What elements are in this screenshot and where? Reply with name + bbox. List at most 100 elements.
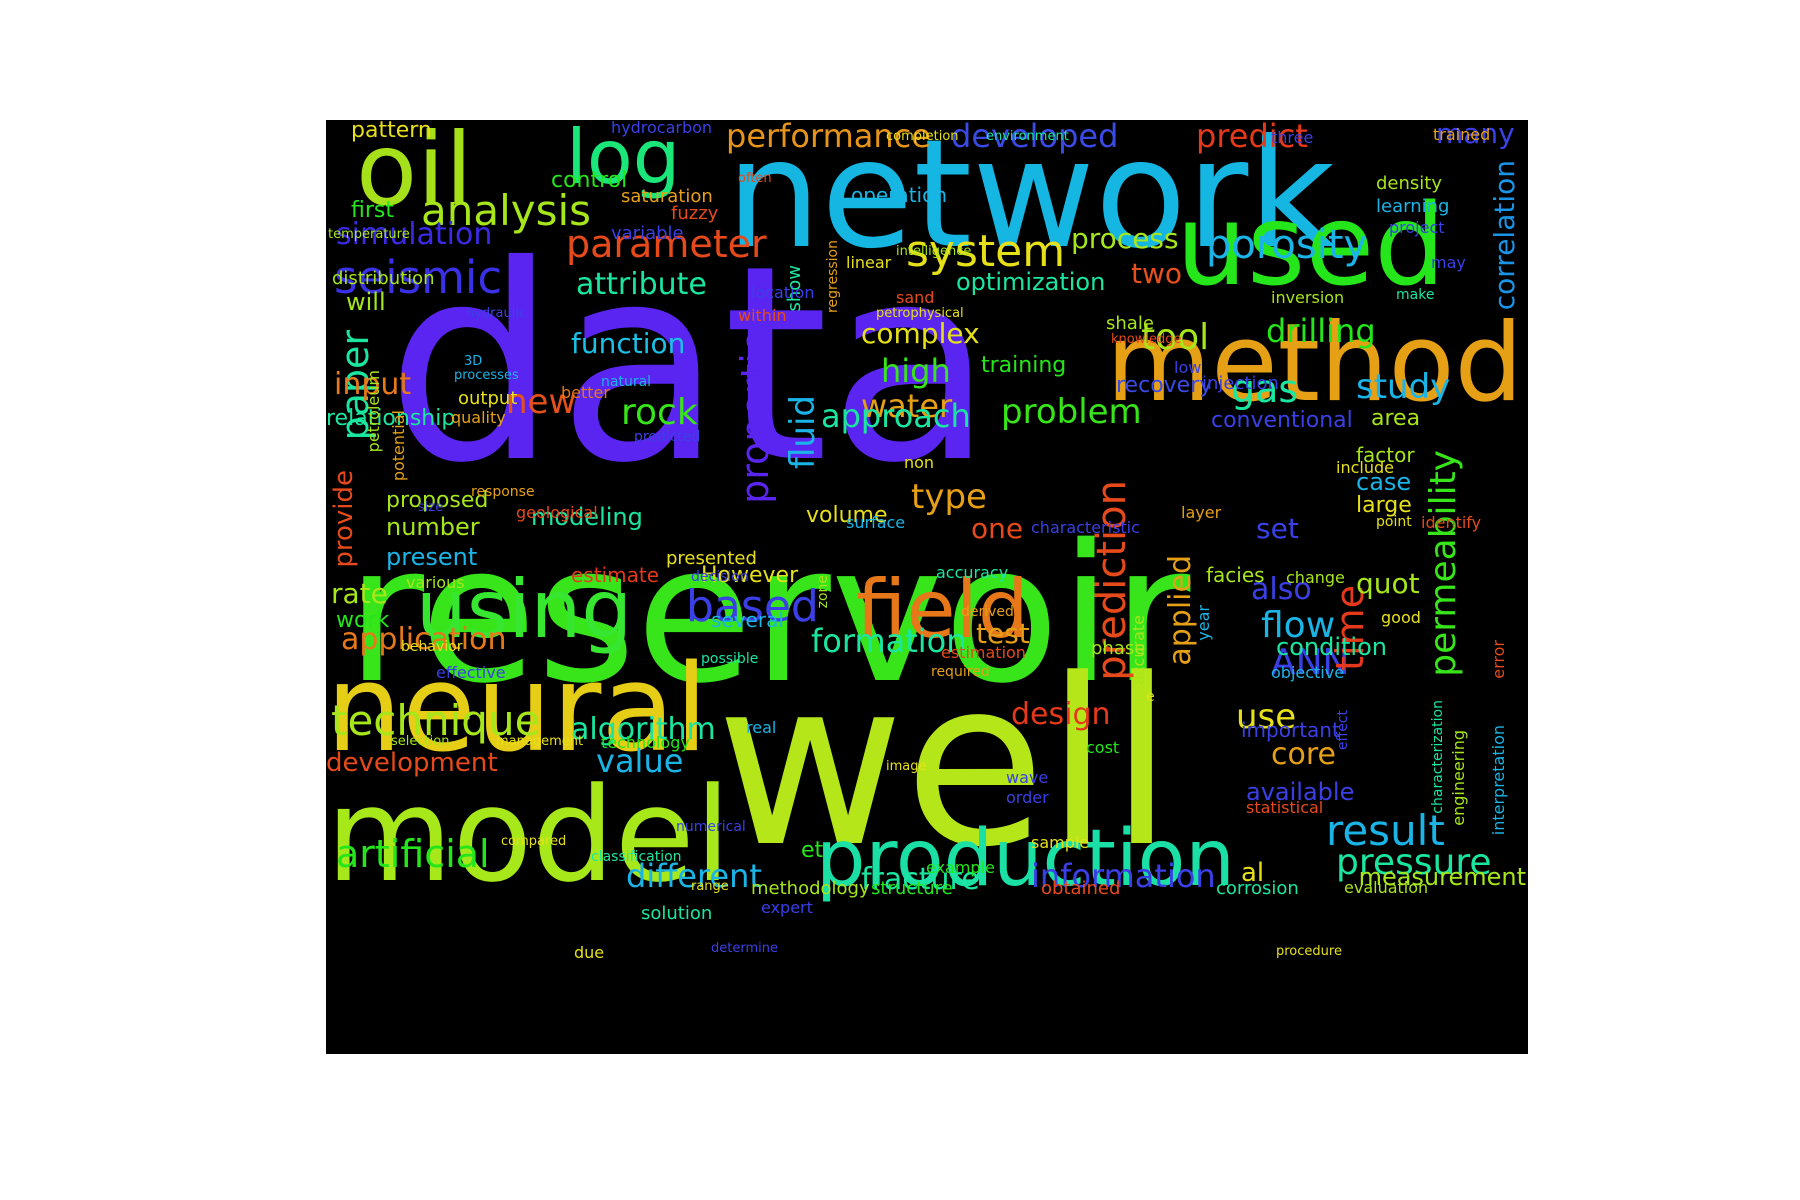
- word-artificial: artificial: [336, 832, 490, 876]
- word-make: make: [1396, 287, 1435, 303]
- word-3d: 3D: [464, 354, 483, 369]
- word-study: study: [1356, 367, 1451, 407]
- word-approach: approach: [821, 397, 971, 435]
- word-management: management: [496, 734, 584, 749]
- word-proposed: proposed: [386, 488, 489, 513]
- word-location: location: [751, 283, 815, 302]
- word-geological: geological: [516, 503, 598, 522]
- word-neural: neural: [326, 640, 709, 779]
- word-hydraulic: hydraulic: [466, 306, 527, 321]
- word-control: control: [551, 168, 628, 193]
- word-conventional: conventional: [1211, 408, 1353, 433]
- word-properties: properties: [733, 310, 777, 504]
- word-obtained: obtained: [1041, 878, 1121, 899]
- word-high: high: [881, 352, 951, 390]
- word-rock: rock: [621, 392, 698, 433]
- word-low: low: [1174, 358, 1202, 377]
- word-simulation: simulation: [336, 217, 493, 252]
- word-sand: sand: [896, 288, 935, 307]
- word-output: output: [458, 388, 518, 409]
- word-gas: gas: [1231, 367, 1299, 411]
- word-methodology: methodology: [751, 878, 870, 899]
- word-sample: sample: [1031, 833, 1090, 852]
- word-fluid: fluid: [783, 395, 823, 469]
- word-many: many: [1436, 120, 1515, 150]
- word-use: use: [1236, 697, 1297, 737]
- word-change: change: [1286, 568, 1345, 587]
- word-injection: injection: [1202, 373, 1279, 394]
- word-facies: facies: [1206, 563, 1265, 587]
- word-fuzzy: fuzzy: [671, 203, 719, 224]
- word-environment: environment: [986, 129, 1069, 144]
- word-distribution: distribution: [332, 268, 435, 289]
- word-example: example: [926, 858, 995, 877]
- word-technique: technique: [331, 696, 541, 745]
- word-design: design: [1011, 697, 1111, 732]
- word-temperature: temperature: [328, 227, 410, 242]
- word-input: input: [334, 367, 412, 402]
- word-point: point: [1376, 514, 1412, 530]
- word-test: test: [976, 617, 1030, 650]
- word-information: information: [1031, 857, 1216, 895]
- word-may: may: [1431, 253, 1466, 272]
- word-determine: determine: [711, 941, 778, 956]
- word-et: et: [801, 838, 824, 863]
- word-numerical: numerical: [676, 819, 746, 835]
- word-tool: tool: [1141, 317, 1210, 358]
- word-solution: solution: [641, 903, 713, 924]
- word-surface: surface: [846, 513, 906, 532]
- word-complex: complex: [861, 317, 980, 350]
- word-variable: variable: [611, 223, 684, 244]
- word-set: set: [1256, 512, 1299, 545]
- word-structure: structure: [871, 878, 953, 899]
- word-pattern: pattern: [351, 120, 432, 143]
- word-condition: condition: [1276, 633, 1387, 661]
- word-first: first: [351, 198, 394, 223]
- word-quality: quality: [451, 408, 506, 427]
- word-saturation: saturation: [621, 186, 713, 207]
- word-estimate: estimate: [571, 563, 660, 587]
- word-system: system: [906, 226, 1066, 277]
- word-knowledge: knowledge: [1111, 332, 1182, 347]
- word-algorithm: algorithm: [571, 712, 716, 747]
- word-relationship: relationship: [326, 406, 456, 431]
- word-analysis: analysis: [421, 186, 592, 235]
- word-application: application: [341, 622, 507, 657]
- word-processes: processes: [454, 368, 519, 383]
- word-quot: quot: [1356, 567, 1420, 600]
- word-engineering: engineering: [1449, 730, 1468, 826]
- word-porosity: porosity: [1206, 222, 1368, 268]
- word-performance: performance: [726, 120, 931, 155]
- word-size: size: [418, 500, 444, 515]
- word-process: process: [1071, 222, 1179, 255]
- word-predict: predict: [1196, 120, 1308, 155]
- word-present: present: [386, 543, 478, 571]
- word-al: al: [1241, 858, 1265, 888]
- word-shale: shale: [1106, 313, 1154, 334]
- word-important: important: [1241, 718, 1340, 742]
- word-rate: rate: [331, 577, 388, 610]
- word-water: water: [861, 387, 953, 425]
- word-classification: classification: [591, 849, 682, 865]
- word-statistical: statistical: [1246, 798, 1324, 817]
- word-several: several: [711, 608, 784, 632]
- word-function: function: [571, 327, 686, 360]
- word-image: image: [886, 759, 927, 774]
- word-factor: factor: [1356, 443, 1415, 467]
- word-range: range: [691, 879, 729, 894]
- word-well: well: [716, 631, 1174, 898]
- word-intelligence: intelligence: [896, 244, 972, 259]
- word-better: better: [561, 383, 610, 402]
- word-network: network: [726, 120, 1336, 282]
- word-learning: learning: [1376, 196, 1450, 217]
- word-procedure: procedure: [1276, 944, 1342, 959]
- word-developed: developed: [951, 120, 1119, 155]
- word-one: one: [971, 512, 1024, 545]
- word-field: field: [856, 563, 1029, 656]
- word-wave: wave: [1006, 768, 1049, 787]
- word-trained: trained: [1433, 125, 1491, 144]
- word-error: error: [1489, 640, 1508, 679]
- word-project: project: [1389, 218, 1445, 237]
- word-layer: layer: [1181, 503, 1222, 522]
- word-three: three: [1271, 128, 1314, 147]
